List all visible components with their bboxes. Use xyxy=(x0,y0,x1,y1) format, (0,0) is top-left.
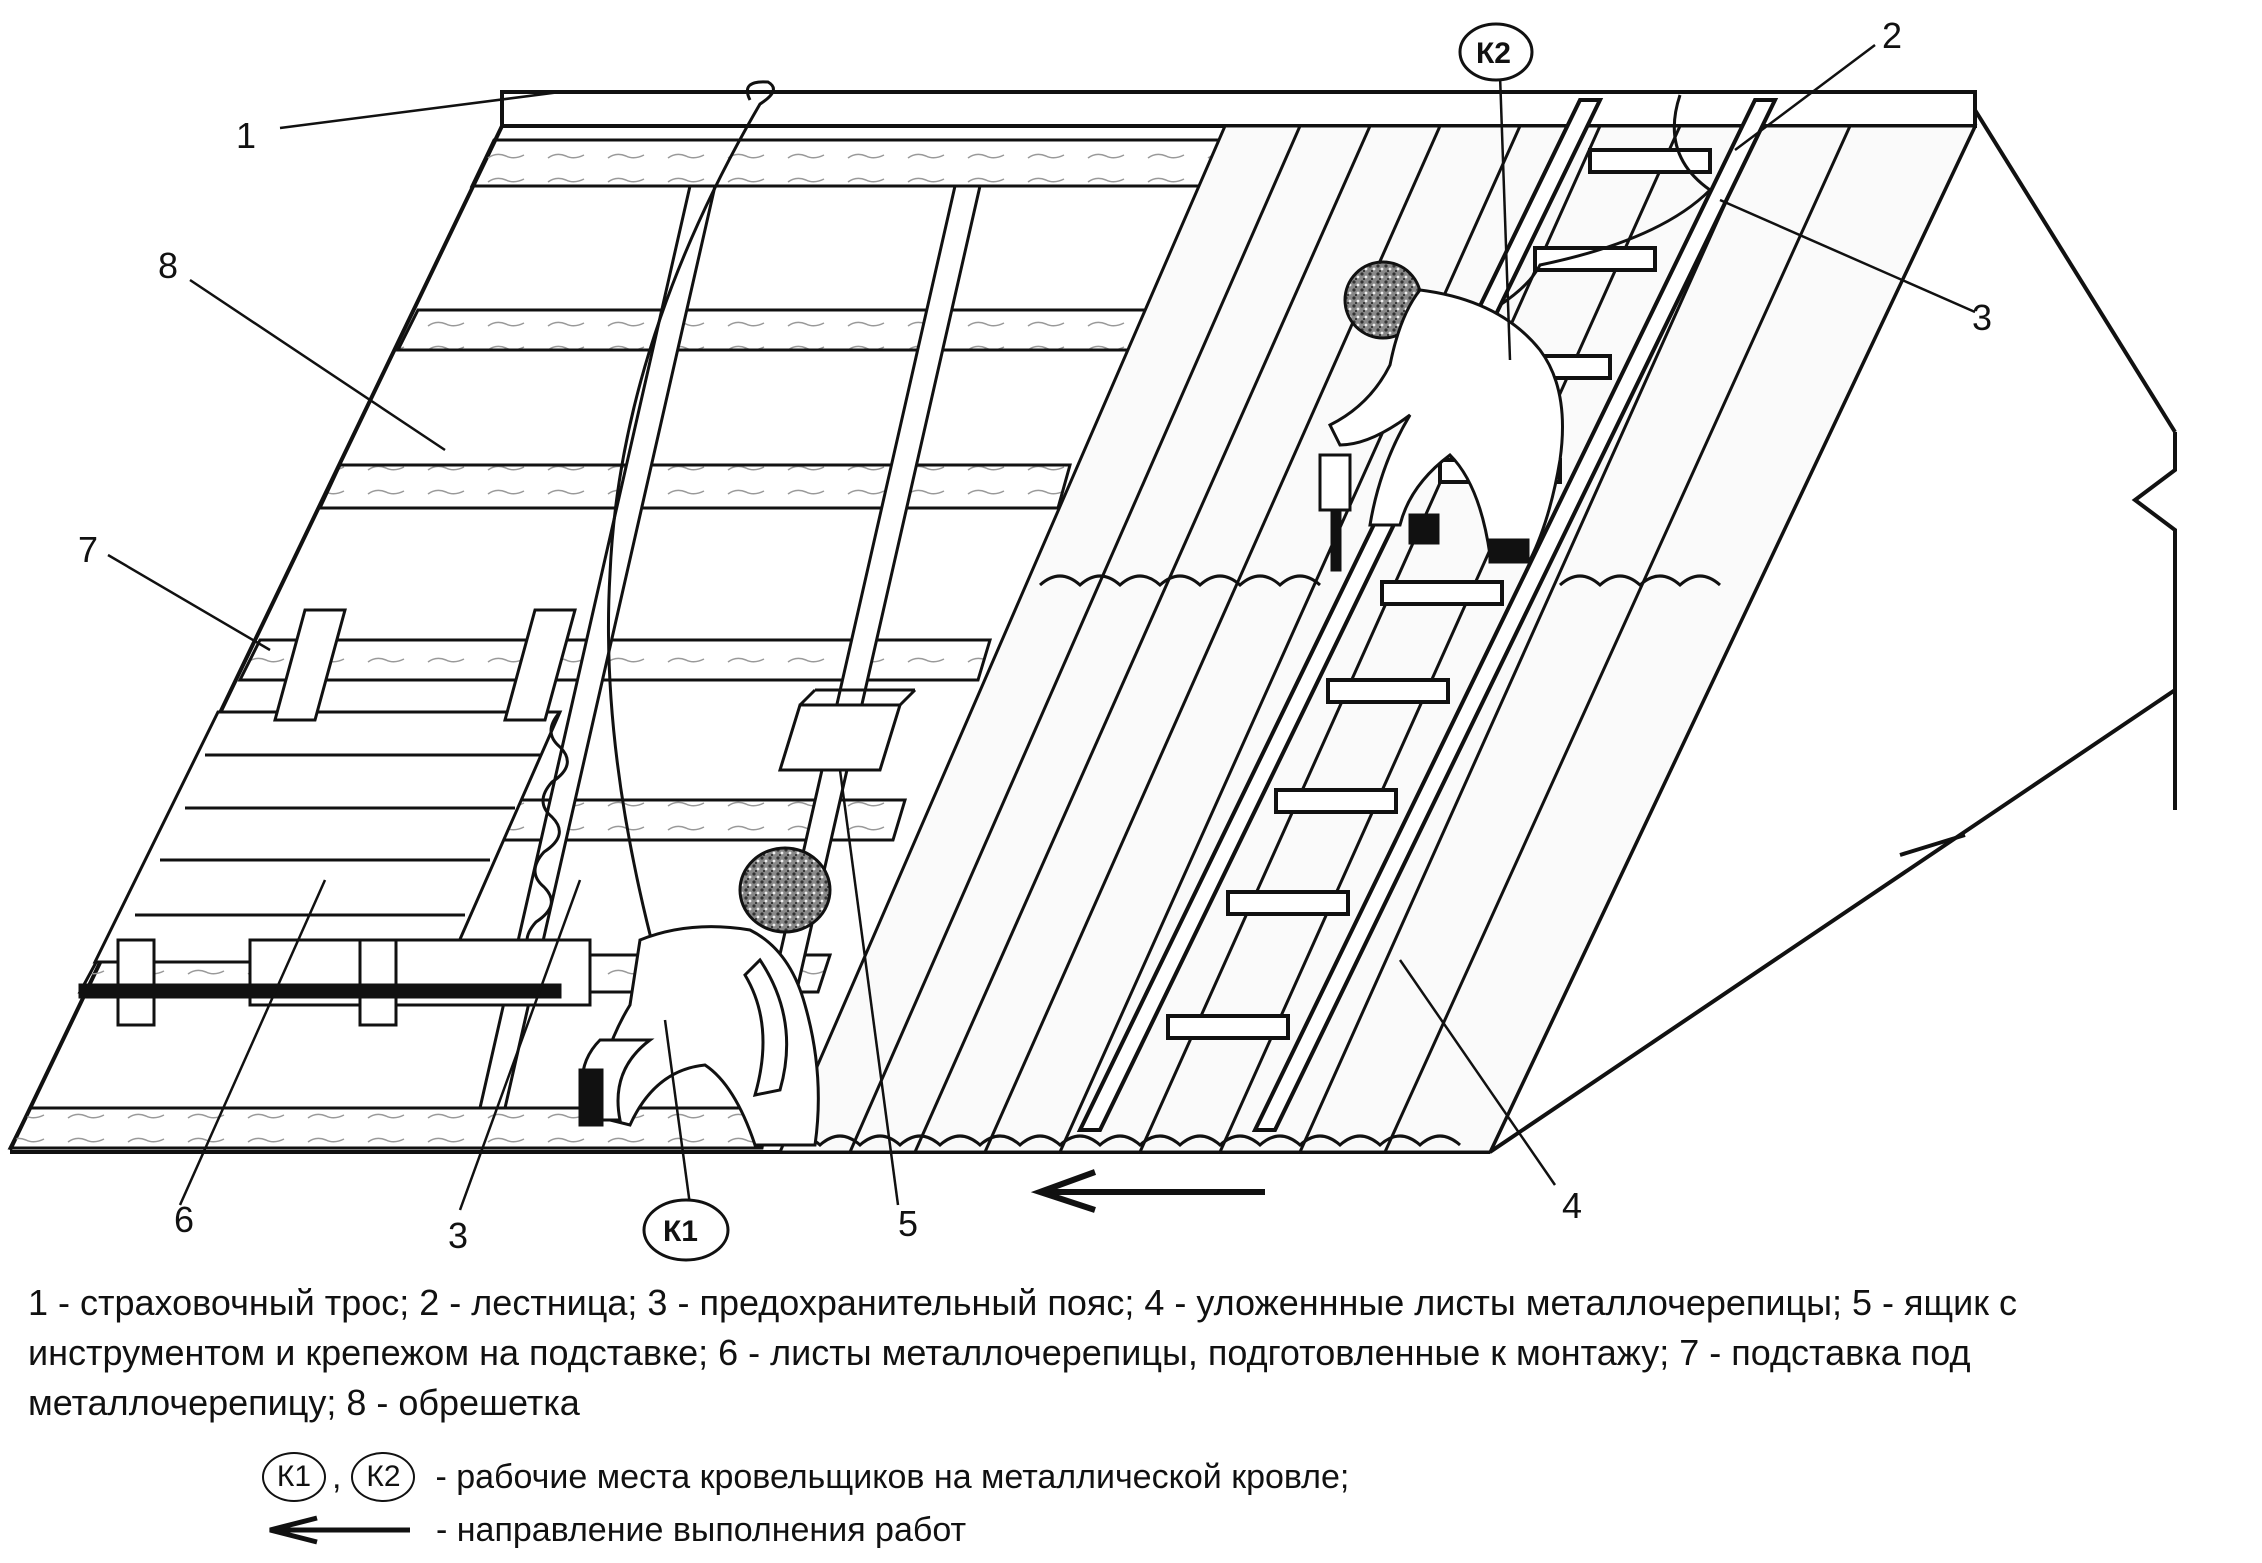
key-workplaces-text: - рабочие места кровельщиков на металлич… xyxy=(435,1457,1350,1496)
callout-8: 8 xyxy=(158,245,178,286)
key-separator: , xyxy=(332,1457,342,1496)
callout-3-left: 3 xyxy=(448,1215,468,1256)
worker-k2 xyxy=(1318,260,1564,572)
callout-4: 4 xyxy=(1562,1185,1582,1226)
leader-lines xyxy=(107,44,1976,1211)
key-k1-badge: К1 xyxy=(262,1452,326,1502)
legend: 1 - страховочный трос; 2 - лестница; 3 -… xyxy=(28,1278,2228,1428)
key-arrow-icon xyxy=(269,1515,410,1545)
key-direction-text: - направление выполнения работ xyxy=(436,1510,967,1549)
callout-k1: К1 xyxy=(663,1215,698,1248)
prepared-sheets-stack xyxy=(92,710,592,1007)
callout-2: 2 xyxy=(1882,15,1902,56)
sheet-stand xyxy=(78,608,577,1027)
worker-k1 xyxy=(578,846,832,1147)
callout-3-right: 3 xyxy=(1972,297,1992,338)
callout-6: 6 xyxy=(174,1199,194,1240)
legend-text: 1 - страховочный трос; 2 - лестница; 3 -… xyxy=(28,1282,2018,1423)
callout-k2: К2 xyxy=(1476,37,1511,70)
key-workplaces: К1 , К2 - рабочие места кровельщиков на … xyxy=(262,1452,1349,1502)
callout-7: 7 xyxy=(78,529,98,570)
laid-metal-tile-sheets xyxy=(777,124,1978,1154)
key-k2-badge: К2 xyxy=(351,1452,416,1502)
callouts: 1 2 3 4 5 6 7 8 3 К1 К2 xyxy=(78,15,1992,1262)
callout-1: 1 xyxy=(236,115,256,156)
work-direction-arrow xyxy=(1030,1169,1265,1213)
key-direction: - направление выполнения работ xyxy=(262,1505,966,1555)
tool-box xyxy=(777,688,917,772)
k2-marker xyxy=(1458,22,1534,82)
callout-5: 5 xyxy=(898,1203,918,1244)
k1-marker xyxy=(642,1198,730,1262)
